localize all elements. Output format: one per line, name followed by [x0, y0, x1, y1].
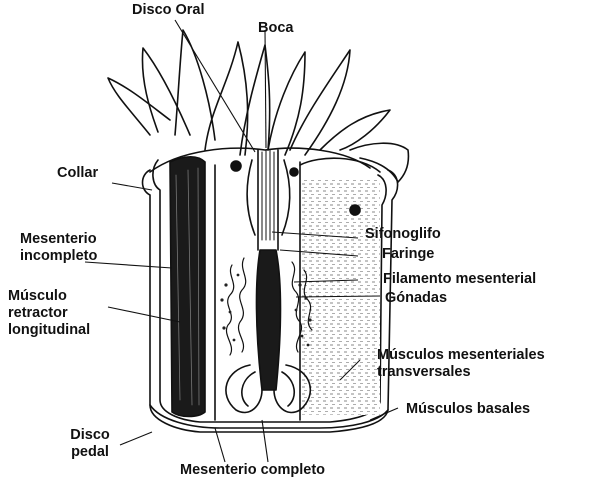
label-filamento-mesenterial: Filamento mesenterial — [383, 271, 536, 288]
label-disco-oral: Disco Oral — [132, 2, 205, 19]
retractor-muscle — [170, 157, 205, 417]
label-boca: Boca — [258, 20, 293, 37]
label-mesenterio-completo: Mesenterio completo — [180, 462, 325, 479]
central-mesentery — [256, 250, 280, 390]
label-mesenterio-incompleto: Mesenterio incompleto — [20, 231, 97, 265]
label-sifonoglifo: Sifonoglifo — [365, 226, 441, 243]
label-gonadas: Gónadas — [385, 290, 447, 307]
pharynx — [247, 150, 290, 250]
label-musculo-retractor: Músculo retractor longitudinal — [8, 288, 90, 339]
label-collar: Collar — [57, 165, 98, 182]
label-musculos-basales: Músculos basales — [406, 401, 530, 418]
label-musculos-transversales: Músculos mesenteriales transversales — [377, 347, 545, 381]
label-faringe: Faringe — [382, 246, 434, 263]
label-disco-pedal: Disco pedal — [55, 427, 125, 461]
